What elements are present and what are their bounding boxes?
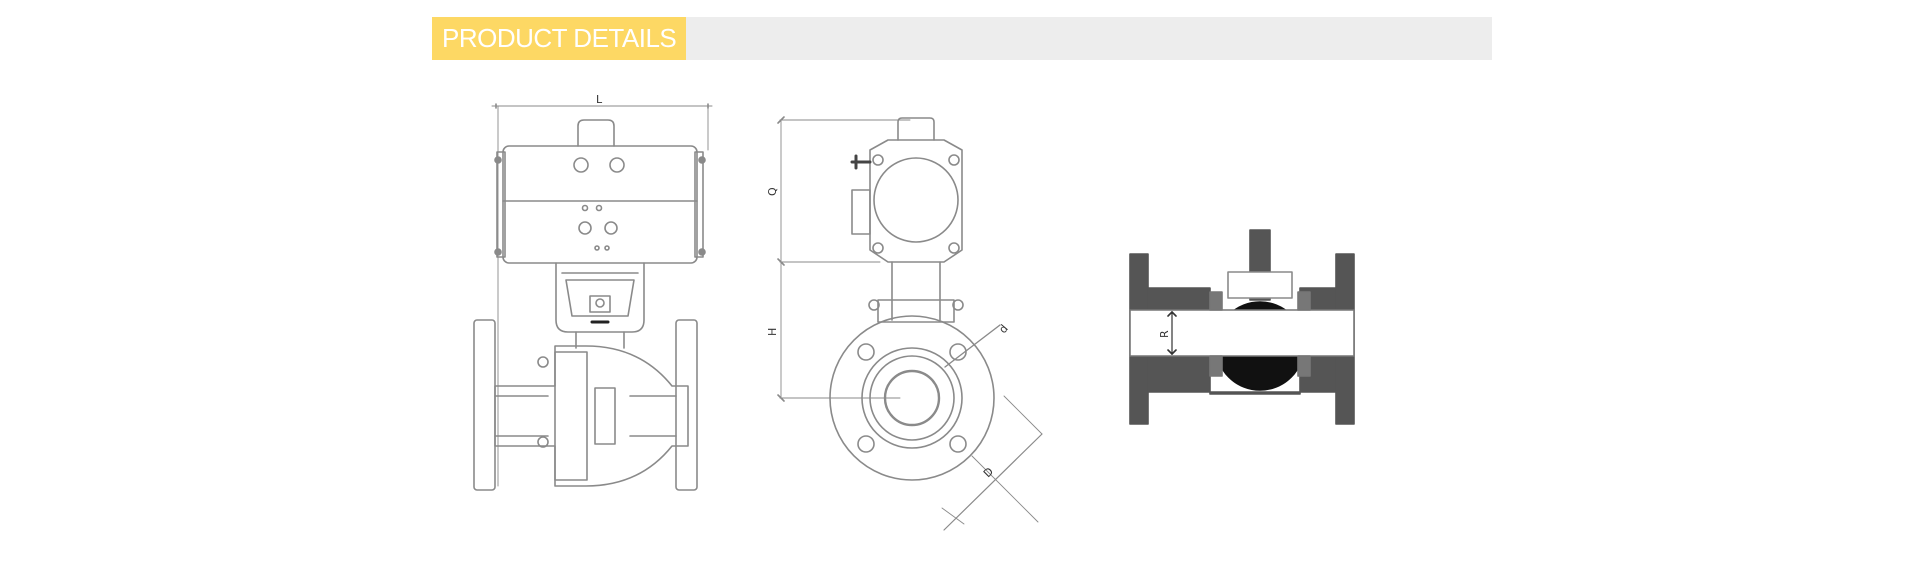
product-details-header: PRODUCT DETAILS	[432, 17, 1492, 60]
side-view: Q H	[766, 116, 1043, 531]
left-flange	[473, 319, 496, 491]
label-Q: Q	[766, 187, 779, 196]
side-flange-face	[829, 315, 995, 481]
label-H: H	[766, 328, 779, 336]
side-actuator-body	[869, 139, 963, 263]
right-flange	[675, 319, 698, 491]
dimension-L	[491, 103, 713, 487]
mounting-bracket	[555, 262, 645, 333]
label-L: L	[596, 93, 603, 106]
side-actuator-shaft	[897, 117, 935, 141]
section-bore	[1129, 309, 1355, 357]
actuator-body	[502, 145, 698, 264]
label-R: R	[1158, 330, 1171, 338]
front-view: L	[473, 93, 713, 491]
section-view: R	[1129, 229, 1355, 425]
valve-body	[494, 345, 689, 487]
actuator-shaft	[577, 119, 615, 147]
section-title: PRODUCT DETAILS	[432, 17, 687, 60]
label-d: d	[996, 322, 1010, 336]
